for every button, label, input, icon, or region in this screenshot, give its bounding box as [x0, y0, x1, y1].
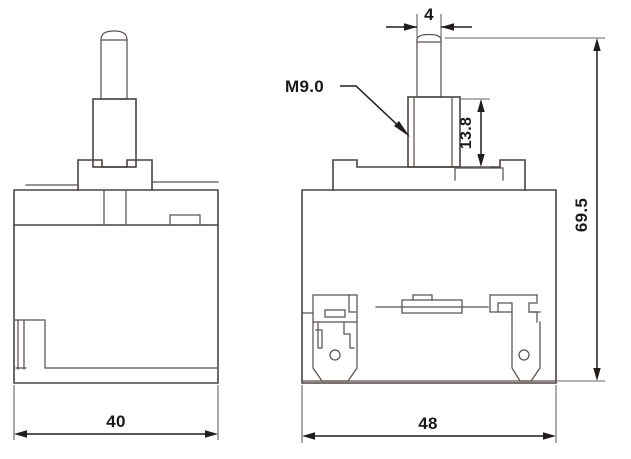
- left-view-small-boss: [169, 214, 201, 226]
- right-view-bushing: [407, 96, 461, 168]
- dimension-label-4: 4: [424, 5, 434, 24]
- dimension-label-69-5: 69.5: [572, 198, 591, 232]
- right-view-body: [301, 189, 557, 384]
- right-view-terminal-right: [489, 294, 541, 382]
- dimension-shaft-4: 4: [386, 5, 472, 44]
- dimension-label-48: 48: [418, 414, 438, 433]
- right-view-terminal-left: [301, 294, 358, 382]
- right-view-front: [301, 33, 557, 384]
- left-view-side: [13, 30, 219, 384]
- left-view-plunger: [100, 30, 128, 100]
- dimension-bushing-13-8: 13.8: [458, 98, 490, 168]
- right-view-flange-ledge: [454, 167, 504, 181]
- left-view-flange-ledge: [25, 181, 219, 186]
- dimension-label-13-8: 13.8: [458, 117, 475, 149]
- right-view-center-clip: [375, 294, 489, 314]
- dimension-label-40: 40: [106, 412, 126, 431]
- dimension-overall-69-5: 69.5: [445, 37, 605, 382]
- right-view-shaft: [416, 33, 442, 98]
- left-view-bushing: [92, 98, 137, 168]
- dimension-width-48: 48: [301, 385, 557, 443]
- callout-thread-m9: M9.0: [285, 77, 410, 137]
- left-view-body: [13, 189, 219, 384]
- left-view-shoulder: [77, 159, 153, 191]
- left-view-internal-ribs: [103, 189, 127, 226]
- dimension-width-40: 40: [13, 385, 219, 440]
- left-view-terminal-tab: [13, 319, 219, 370]
- right-view-shoulder: [332, 159, 526, 191]
- callout-label-m9: M9.0: [285, 77, 324, 96]
